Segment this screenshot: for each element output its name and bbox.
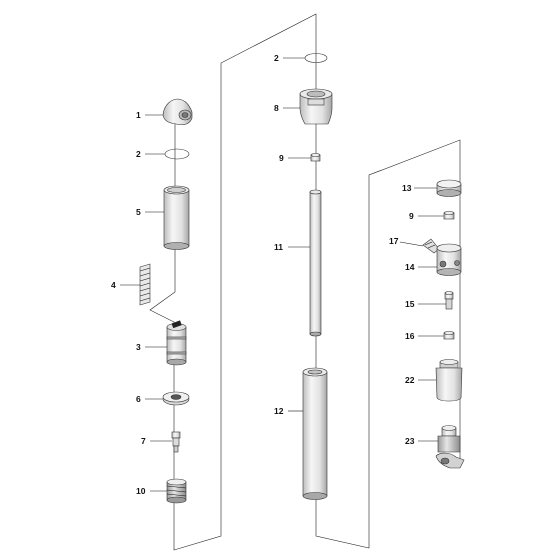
assembly-frame-lines (149, 13, 461, 551)
callout-10: 10 (136, 486, 146, 496)
callout-13: 13 (402, 183, 412, 193)
callout-22: 22 (405, 375, 415, 385)
part-1-nozzle-cap (162, 98, 193, 126)
part-6-bearing-washer (162, 391, 190, 406)
callout-9-middle: 9 (279, 153, 284, 163)
part-2-o-ring-left (164, 148, 190, 160)
part-16-small-spacer (443, 331, 455, 340)
part-12-lance-tube (302, 367, 328, 500)
callout-leaders (120, 57, 446, 492)
part-22-barrel (435, 359, 463, 402)
callout-labels: 1 2 5 4 3 6 7 10 2 8 9 11 12 13 9 17 14 … (111, 53, 415, 496)
part-13-cap-ring (436, 179, 462, 197)
callout-2-left: 2 (136, 149, 141, 159)
part-8-coupling (299, 88, 333, 125)
callout-16: 16 (405, 331, 415, 341)
callout-8: 8 (274, 103, 279, 113)
callout-2-middle: 2 (274, 53, 279, 63)
callout-4: 4 (111, 280, 116, 290)
part-5-sleeve (163, 185, 190, 250)
part-17-clip (422, 238, 440, 254)
part-4-spring (139, 263, 151, 306)
callout-17: 17 (389, 236, 399, 246)
part-7-fitting (171, 431, 181, 453)
part-10-threaded-nut (166, 478, 187, 504)
part-9-spacer-middle (310, 153, 321, 162)
callout-6: 6 (136, 394, 141, 404)
part-3-body-insert (166, 320, 187, 366)
callout-5: 5 (136, 207, 141, 217)
part-11-lance-rod (309, 189, 322, 337)
callout-3: 3 (136, 342, 141, 352)
callout-7: 7 (141, 436, 146, 446)
callout-14: 14 (405, 262, 415, 272)
callout-23: 23 (405, 436, 415, 446)
part-23-end-valve (435, 425, 465, 469)
part-15-nipple (444, 291, 454, 310)
part-14-valve-housing (436, 243, 462, 276)
callout-1: 1 (136, 110, 141, 120)
callout-9-right: 9 (409, 211, 414, 221)
callout-11: 11 (274, 242, 283, 252)
callout-12: 12 (274, 406, 284, 416)
callout-15: 15 (405, 299, 415, 309)
part-9-spacer-right (443, 211, 455, 220)
